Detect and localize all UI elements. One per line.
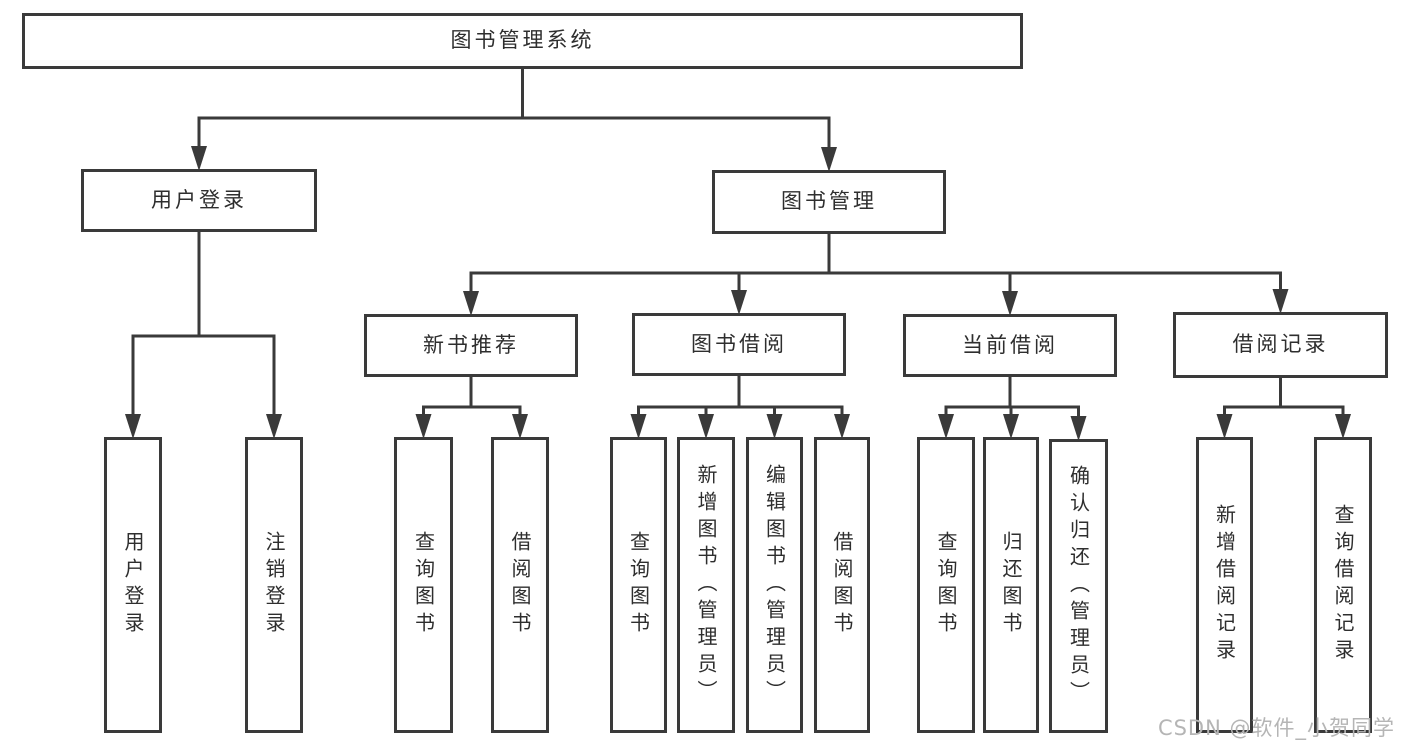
diagram-node-leaf_bb_add: 新增图书（管理员）: [677, 437, 735, 733]
diagram-node-label-current_borrow: 当前借阅: [962, 332, 1058, 357]
diagram-node-label-leaf_bb_add: 新增图书（管理员）: [694, 463, 718, 707]
diagram-node-label-leaf_cb_return: 归还图书: [999, 531, 1023, 639]
diagram-node-label-leaf_nb_borrow: 借阅图书: [508, 531, 532, 639]
diagram-node-label-leaf_user_login: 用户登录: [121, 531, 145, 639]
diagram-node-label-leaf_br_add: 新增借阅记录: [1212, 504, 1237, 666]
diagram-node-leaf_user_login: 用户登录: [104, 437, 162, 733]
diagram-node-label-root: 图书管理系统: [450, 28, 595, 53]
arrowhead-icon: [766, 414, 783, 439]
diagram-node-leaf_nb_query: 查询图书: [394, 437, 453, 733]
diagram-node-new_books: 新书推荐: [364, 314, 578, 377]
diagram-node-leaf_cb_return: 归还图书: [983, 437, 1039, 733]
watermark: CSDN @软件_小贺同学: [1157, 716, 1395, 740]
arrowhead-icon: [1272, 289, 1289, 314]
diagram-node-label-book_borrow: 图书借阅: [691, 331, 787, 356]
diagram-node-leaf_bb_query: 查询图书: [610, 437, 667, 733]
arrowhead-icon: [1003, 414, 1019, 439]
diagram-node-book_mgmt: 图书管理: [712, 170, 946, 234]
diagram-node-root: 图书管理系统: [22, 13, 1023, 69]
arrowhead-icon: [834, 414, 850, 439]
diagram-node-label-leaf_bb_query: 查询图书: [626, 531, 651, 639]
diagram-node-leaf_cb_confirm: 确认归还（管理员）: [1049, 439, 1108, 733]
diagram-node-label-book_mgmt: 图书管理: [781, 189, 877, 214]
diagram-node-leaf_br_query: 查询借阅记录: [1314, 437, 1372, 733]
arrowhead-icon: [698, 414, 714, 439]
arrowhead-icon: [191, 146, 207, 171]
diagram-node-label-leaf_logout: 注销登录: [262, 531, 286, 639]
arrowhead-icon: [512, 414, 528, 439]
diagram-node-current_borrow: 当前借阅: [903, 314, 1117, 377]
arrowhead-icon: [1216, 414, 1233, 439]
arrowhead-icon: [415, 414, 432, 439]
diagram-node-leaf_logout: 注销登录: [245, 437, 303, 733]
diagram-node-leaf_nb_borrow: 借阅图书: [491, 437, 549, 733]
diagram-node-label-new_books: 新书推荐: [423, 332, 519, 357]
diagram-node-leaf_br_add: 新增借阅记录: [1196, 437, 1253, 733]
diagram-node-borrow_records: 借阅记录: [1173, 312, 1388, 378]
arrowhead-icon: [938, 414, 954, 439]
diagram-node-user_login: 用户登录: [81, 169, 317, 232]
diagram-node-leaf_bb_borrow: 借阅图书: [814, 437, 870, 733]
diagram-node-leaf_bb_edit: 编辑图书（管理员）: [746, 437, 803, 733]
diagram-node-label-leaf_br_query: 查询借阅记录: [1331, 504, 1355, 666]
diagram-node-label-borrow_records: 借阅记录: [1232, 332, 1329, 357]
arrowhead-icon: [125, 414, 141, 439]
arrowhead-icon: [463, 291, 479, 316]
diagram-node-label-leaf_bb_edit: 编辑图书（管理员）: [762, 463, 787, 707]
diagram-node-book_borrow: 图书借阅: [632, 313, 846, 376]
diagram-node-label-leaf_bb_borrow: 借阅图书: [830, 531, 854, 639]
diagram-node-label-leaf_cb_query: 查询图书: [934, 531, 958, 639]
arrowhead-icon: [821, 147, 837, 172]
arrowhead-icon: [266, 414, 282, 439]
diagram-node-label-leaf_nb_query: 查询图书: [411, 531, 436, 639]
arrowhead-icon: [1070, 416, 1087, 441]
arrowhead-icon: [1335, 414, 1351, 439]
arrowhead-icon: [630, 414, 647, 439]
diagram-node-leaf_cb_query: 查询图书: [917, 437, 975, 733]
diagram-node-label-leaf_cb_confirm: 确认归还（管理员）: [1066, 464, 1091, 708]
arrowhead-icon: [1002, 291, 1018, 316]
diagram-node-label-user_login: 用户登录: [151, 187, 247, 212]
arrowhead-icon: [731, 290, 747, 315]
